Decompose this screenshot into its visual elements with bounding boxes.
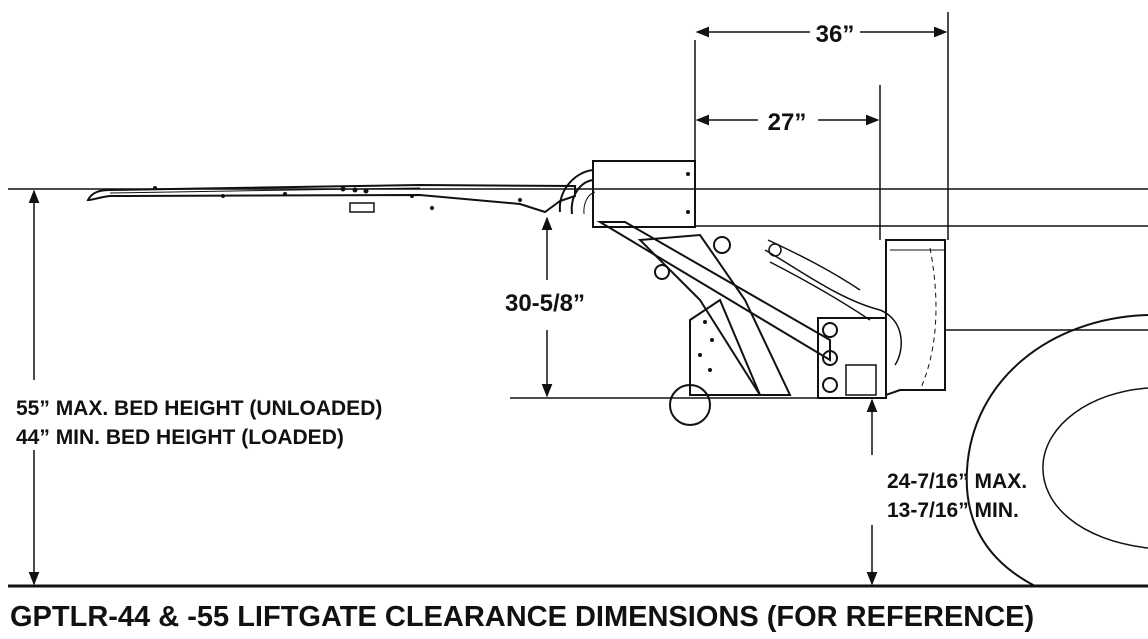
liftgate-platform <box>86 169 596 215</box>
dimension-27-label: 27” <box>768 109 807 136</box>
dimension-36-label: 36” <box>816 21 855 48</box>
rear-wheel <box>965 314 1148 587</box>
dimension-27: 27” <box>695 109 880 136</box>
dimension-bed-height: 55” MAX. BED HEIGHT (UNLOADED) 44” MIN. … <box>16 189 382 586</box>
liftgate-linkage <box>596 221 902 396</box>
roller-tube <box>669 384 711 426</box>
ground-clearance-min-label: 13-7/16” MIN. <box>887 499 1019 522</box>
liftgate-housing <box>592 160 696 228</box>
diagram-title: GPTLR-44 & -55 LIFTGATE CLEARANCE DIMENS… <box>10 601 1034 633</box>
dimension-36: 36” <box>695 21 948 48</box>
dimension-ground-clearance: 24-7/16” MAX. 13-7/16” MIN. <box>866 398 1027 586</box>
bumper-box <box>885 239 946 397</box>
dimension-30-5-8: 30-5/8” <box>505 216 585 398</box>
bed-height-min-label: 44” MIN. BED HEIGHT (LOADED) <box>16 426 344 449</box>
dimension-30-5-8-label: 30-5/8” <box>505 290 585 317</box>
ground-clearance-max-label: 24-7/16” MAX. <box>887 470 1027 493</box>
bed-height-max-label: 55” MAX. BED HEIGHT (UNLOADED) <box>16 397 382 420</box>
